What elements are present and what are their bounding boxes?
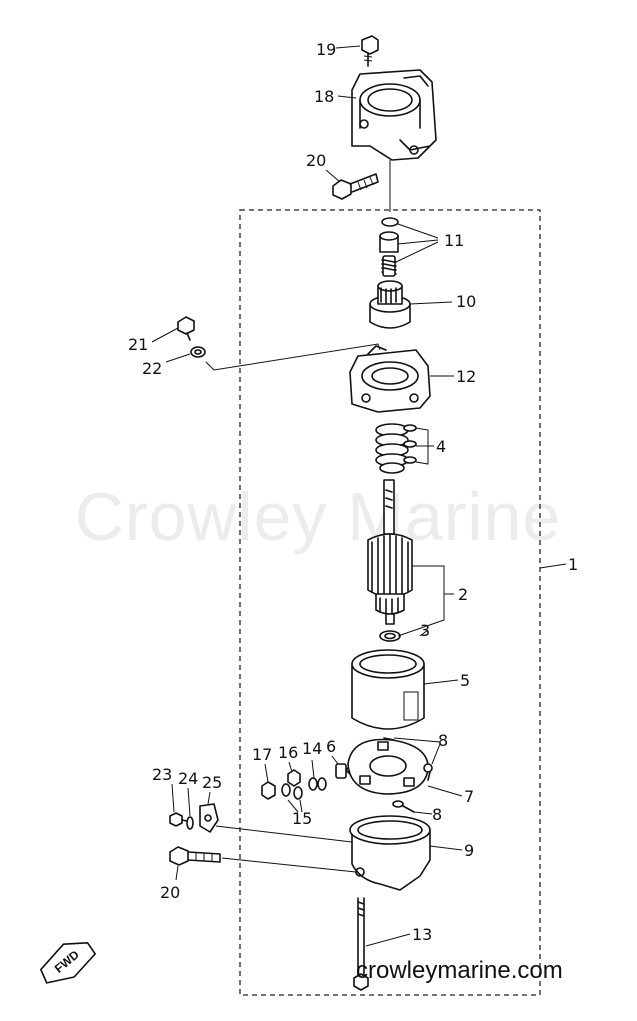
callout-9: 9 [464, 841, 474, 860]
part-20-bolt-lower[interactable] [169, 846, 221, 866]
part-18-bracket-housing[interactable] [351, 69, 437, 161]
watermark-text: Crowley Marine [75, 479, 561, 555]
callout-8-upper: 8 [438, 731, 448, 750]
part-9-rear-housing[interactable] [349, 815, 431, 891]
part-22-washer[interactable] [190, 346, 206, 358]
leader-20-to-9 [221, 857, 357, 873]
callout-8-lower: 8 [432, 805, 442, 824]
callout-4: 4 [436, 437, 446, 456]
part-4-spring-stack[interactable] [375, 423, 417, 474]
callout-17: 17 [252, 745, 272, 764]
callout-1: 1 [568, 555, 578, 574]
fwd-direction-arrow: FWD [40, 942, 96, 984]
callout-25: 25 [202, 773, 222, 792]
part-17-nut[interactable] [261, 781, 276, 800]
part-20-bolt-upper[interactable] [332, 173, 379, 200]
callout-2: 2 [458, 585, 468, 604]
callout-20-lower: 20 [160, 883, 180, 902]
part-25-terminal[interactable] [199, 803, 219, 833]
part-12-front-housing[interactable] [349, 345, 431, 413]
part-11-stop-ring-set[interactable] [379, 217, 399, 277]
part-2-armature[interactable] [367, 479, 413, 625]
callout-23: 23 [152, 765, 172, 784]
part-3-washer[interactable] [379, 630, 401, 642]
leader-25-to-9 [215, 825, 353, 843]
part-16-nut[interactable] [287, 769, 301, 787]
part-14-washer[interactable] [308, 777, 327, 791]
callout-12: 12 [456, 367, 476, 386]
callout-10: 10 [456, 292, 476, 311]
callout-13: 13 [412, 925, 432, 944]
callout-19: 19 [316, 40, 336, 59]
callout-22: 22 [142, 359, 162, 378]
part-19-bolt[interactable] [361, 35, 379, 67]
callout-numbers: 19 18 20 11 10 21 22 12 4 1 2 3 5 17 16 … [128, 40, 578, 944]
callout-7: 7 [464, 787, 474, 806]
part-8-screw-lower[interactable] [392, 800, 415, 813]
callout-14: 14 [302, 739, 322, 758]
callout-16: 16 [278, 743, 298, 762]
callout-20-upper: 20 [306, 151, 326, 170]
part-8-screw-upper[interactable] [383, 737, 433, 781]
part-10-pinion-gear[interactable] [369, 280, 411, 329]
part-15-washer-set[interactable] [281, 783, 303, 800]
part-21-screw[interactable] [177, 316, 195, 341]
callout-21: 21 [128, 335, 148, 354]
part-5-yoke[interactable] [351, 649, 425, 730]
part-24-lock-washer[interactable] [186, 816, 194, 830]
callout-24: 24 [178, 769, 198, 788]
site-url[interactable]: crowleymarine.com [356, 957, 563, 984]
callout-5: 5 [460, 671, 470, 690]
callout-11: 11 [444, 231, 464, 250]
leader-lines [151, 45, 567, 947]
callout-6: 6 [326, 737, 336, 756]
assembly-boundary [239, 209, 541, 996]
part-13-through-bolt[interactable] [353, 897, 369, 991]
callout-15: 15 [292, 809, 312, 828]
part-7-brush-holder[interactable] [347, 738, 429, 795]
callout-3: 3 [420, 621, 430, 640]
callout-18: 18 [314, 87, 334, 106]
